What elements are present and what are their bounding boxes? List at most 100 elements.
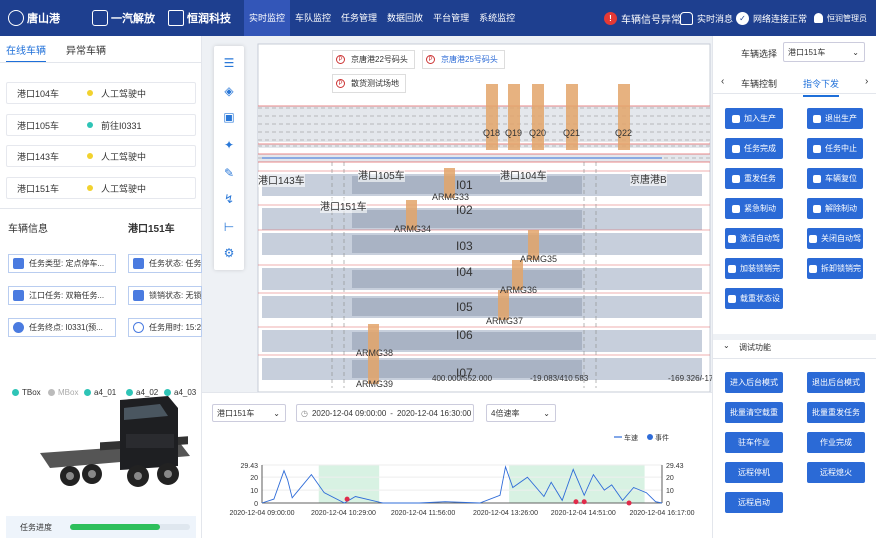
- vehicle-marker: 京唐港B: [630, 171, 667, 186]
- vehicle-row[interactable]: 港口104车人工驾驶中: [6, 82, 196, 104]
- left-panel: 在线车辆 异常车辆 港口104车人工驾驶中 港口105车前往I0331 港口14…: [0, 36, 202, 538]
- tab-abnormal[interactable]: 异常车辆: [66, 46, 106, 57]
- settings-icon[interactable]: ⚙: [223, 246, 235, 260]
- debug-button[interactable]: 批量清空载重: [725, 402, 783, 423]
- debug-button[interactable]: 批量重发任务: [807, 402, 865, 423]
- button-label: 任务完成: [744, 144, 776, 153]
- command-button[interactable]: 加入生产: [725, 108, 783, 129]
- layers-icon[interactable]: ◈: [224, 84, 234, 98]
- select-value: 4倍速率: [491, 408, 520, 418]
- vehicle-status: 前往I0331: [101, 120, 142, 131]
- debug-button[interactable]: 远程启动: [725, 492, 783, 513]
- wharf-25-label: 京唐港25号码头: [422, 50, 505, 69]
- branch-icon[interactable]: ⊢: [223, 220, 235, 234]
- chevron-left-icon[interactable]: ‹: [721, 76, 725, 87]
- button-label: 解除制动: [825, 204, 857, 213]
- command-button[interactable]: 载重状态设: [725, 288, 783, 309]
- select-value: 港口151车: [217, 408, 255, 418]
- debug-button[interactable]: 驻车作业: [725, 432, 783, 453]
- y-tick-label-left: 29.43: [240, 463, 258, 470]
- quay-crane: [532, 84, 544, 150]
- vehicle-row[interactable]: 港口105车前往I0331: [6, 114, 196, 136]
- crane-label: Q22: [615, 128, 633, 138]
- button-label: 退出后台模式: [812, 378, 860, 387]
- armg-label: ARMG39: [356, 379, 394, 389]
- command-icon: [728, 264, 736, 273]
- menu-icon[interactable]: ☰: [223, 56, 235, 70]
- vehicle-marker: 港口104车: [500, 167, 547, 182]
- crane-label: Q18: [483, 128, 501, 138]
- date-range-picker[interactable]: ◷2020-12-04 09:00:00-2020-12-04 16:30:00: [296, 404, 474, 422]
- status-dot: [87, 153, 93, 159]
- command-button[interactable]: 退出生产: [807, 108, 863, 129]
- tab-command[interactable]: 指令下发: [803, 77, 840, 97]
- network-status: ✓网络连接正常: [736, 9, 807, 27]
- tools-icon[interactable]: ✎: [223, 166, 235, 180]
- vehicle-row[interactable]: 港口143车 人工驾驶中: [6, 145, 196, 167]
- vehicle-name: 港口143车: [17, 151, 60, 162]
- chevron-down-icon: ⌄: [273, 408, 280, 418]
- command-button[interactable]: 激活自动驾: [725, 228, 783, 249]
- legend-a4-01: a4_01: [84, 388, 116, 397]
- tab-online[interactable]: 在线车辆: [6, 42, 46, 63]
- debug-button[interactable]: 作业完成: [807, 432, 865, 453]
- vehicle-status: 人工驾驶中: [101, 151, 147, 162]
- progress-track: [70, 524, 190, 530]
- status-dot: [87, 90, 93, 96]
- hirain-emblem-icon: [168, 10, 184, 26]
- yard-label: I04: [456, 265, 473, 279]
- nav-tasks[interactable]: 任务管理: [341, 13, 378, 23]
- yard-containers: [352, 298, 582, 316]
- chevron-down-icon[interactable]: ⌄: [723, 341, 730, 350]
- satellite-icon[interactable]: ✦: [223, 138, 235, 152]
- armg-label: ARMG35: [520, 254, 558, 264]
- signal-alert[interactable]: !车辆信号异常: [604, 9, 681, 27]
- nav-fleet[interactable]: 车队监控: [295, 13, 332, 23]
- crane-label: Q21: [563, 128, 581, 138]
- nav-platform[interactable]: 平台管理: [433, 13, 470, 23]
- tab-vehicle-control[interactable]: 车辆控制: [741, 79, 778, 89]
- test-site-label: 散货测试场地: [332, 74, 406, 93]
- location-icon: [13, 322, 24, 333]
- command-button[interactable]: 车辆复位: [807, 168, 863, 189]
- nav-replay[interactable]: 数据回放: [387, 13, 424, 23]
- y-tick-label-right: 10: [666, 488, 674, 495]
- select-value: 港口151车: [788, 47, 826, 57]
- vehicle-select[interactable]: 港口151车 ⌄: [212, 404, 286, 422]
- debug-button[interactable]: 远程熄火: [807, 462, 865, 483]
- command-button[interactable]: 紧急制动: [725, 198, 783, 219]
- logo-text: 一汽解放: [111, 13, 155, 25]
- messages[interactable]: 实时消息: [680, 9, 733, 27]
- vehicle-select-right[interactable]: 港口151车⌄: [783, 42, 865, 62]
- user-menu[interactable]: 恒润管理员: [814, 9, 867, 27]
- command-button[interactable]: 解除制动: [807, 198, 863, 219]
- command-button[interactable]: 加装锁销完: [725, 258, 783, 279]
- command-icon: [813, 174, 821, 183]
- wharf-22-label: 京唐港22号码头: [332, 50, 415, 69]
- command-button[interactable]: 拆卸锁销完: [807, 258, 863, 279]
- vehicle-row[interactable]: 港口151车人工驾驶中: [6, 177, 196, 199]
- command-button[interactable]: 任务完成: [725, 138, 783, 159]
- armg-crane: [406, 200, 417, 230]
- legend-text: MBox: [58, 388, 79, 397]
- route-icon[interactable]: ↯: [223, 192, 235, 206]
- nav-realtime[interactable]: 实时监控: [244, 0, 291, 36]
- command-icon: [809, 234, 817, 243]
- command-button[interactable]: 关闭自动驾: [807, 228, 863, 249]
- speed-select[interactable]: 4倍速率⌄: [486, 404, 556, 422]
- debug-button[interactable]: 退出后台模式: [807, 372, 865, 393]
- check-circle-icon: ✓: [736, 11, 749, 25]
- command-button[interactable]: 重发任务: [725, 168, 783, 189]
- command-button[interactable]: 任务中止: [807, 138, 863, 159]
- nav-system[interactable]: 系统监控: [479, 13, 516, 23]
- chevron-right-icon[interactable]: ›: [865, 76, 869, 87]
- vehicle-icon[interactable]: ▣: [223, 110, 235, 124]
- vehicle-status: 人工驾驶中: [101, 88, 147, 99]
- yard-containers: [352, 360, 582, 378]
- parking-icon: P: [336, 55, 345, 64]
- task-destination-field: 任务终点: I0331(预...: [8, 318, 116, 337]
- legend-event-label: 事件: [655, 433, 669, 442]
- debug-button[interactable]: 进入后台模式: [725, 372, 783, 393]
- debug-button[interactable]: 远程停机: [725, 462, 783, 483]
